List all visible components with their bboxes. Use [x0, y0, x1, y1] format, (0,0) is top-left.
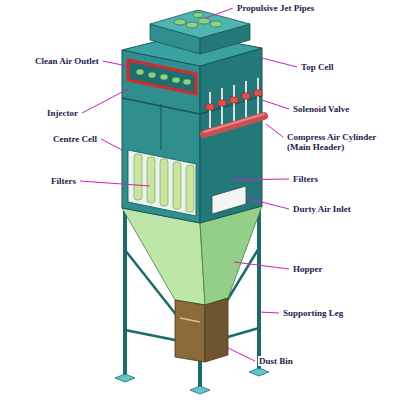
callout-label: Durty Air Inlet	[292, 204, 352, 214]
dirty-air-inlet	[212, 186, 246, 214]
callout-label: Clean Air Outlet	[34, 56, 100, 66]
callout-label: Injector	[46, 108, 79, 118]
callout-label: Top Cell	[300, 62, 334, 72]
clean-air-outlet	[128, 60, 196, 94]
leader-line	[232, 179, 289, 180]
hopper-left	[122, 208, 205, 305]
leader-line	[262, 100, 289, 109]
filter-bags	[134, 154, 194, 212]
leader-line	[80, 181, 150, 186]
leader-line	[206, 8, 233, 18]
callout-label: Supporting Leg	[282, 308, 344, 318]
leader-line	[259, 312, 279, 313]
leader-line	[262, 58, 297, 67]
leader-line	[228, 348, 255, 361]
callout-label: Propulsive Jet Pipes	[236, 3, 315, 13]
dust-bin-right	[205, 298, 228, 362]
callout-label: Hopper	[292, 264, 324, 274]
main-header	[204, 116, 264, 134]
callout-label: Solenoid Valve	[292, 104, 350, 114]
base-plates	[115, 368, 269, 394]
top-cap	[150, 10, 250, 38]
callout-label: Filters	[50, 176, 77, 186]
callout-label: Dust Bin	[258, 356, 294, 366]
leader-line	[82, 88, 130, 113]
callout-label: Compress Air Cylinder (Main Header)	[286, 132, 394, 152]
leader-line	[246, 198, 289, 209]
leader-line	[103, 61, 127, 66]
leader-line	[266, 124, 283, 137]
cutaway	[128, 150, 196, 216]
leader-line	[101, 139, 122, 150]
solenoid-valves	[206, 90, 262, 110]
callout-label: Filters	[292, 174, 319, 184]
body-left-face	[122, 50, 200, 223]
dust-bin-left	[175, 300, 205, 362]
leader-line	[234, 262, 289, 269]
callout-label: Centre Cell	[52, 134, 98, 144]
outlet-holes	[136, 69, 191, 85]
